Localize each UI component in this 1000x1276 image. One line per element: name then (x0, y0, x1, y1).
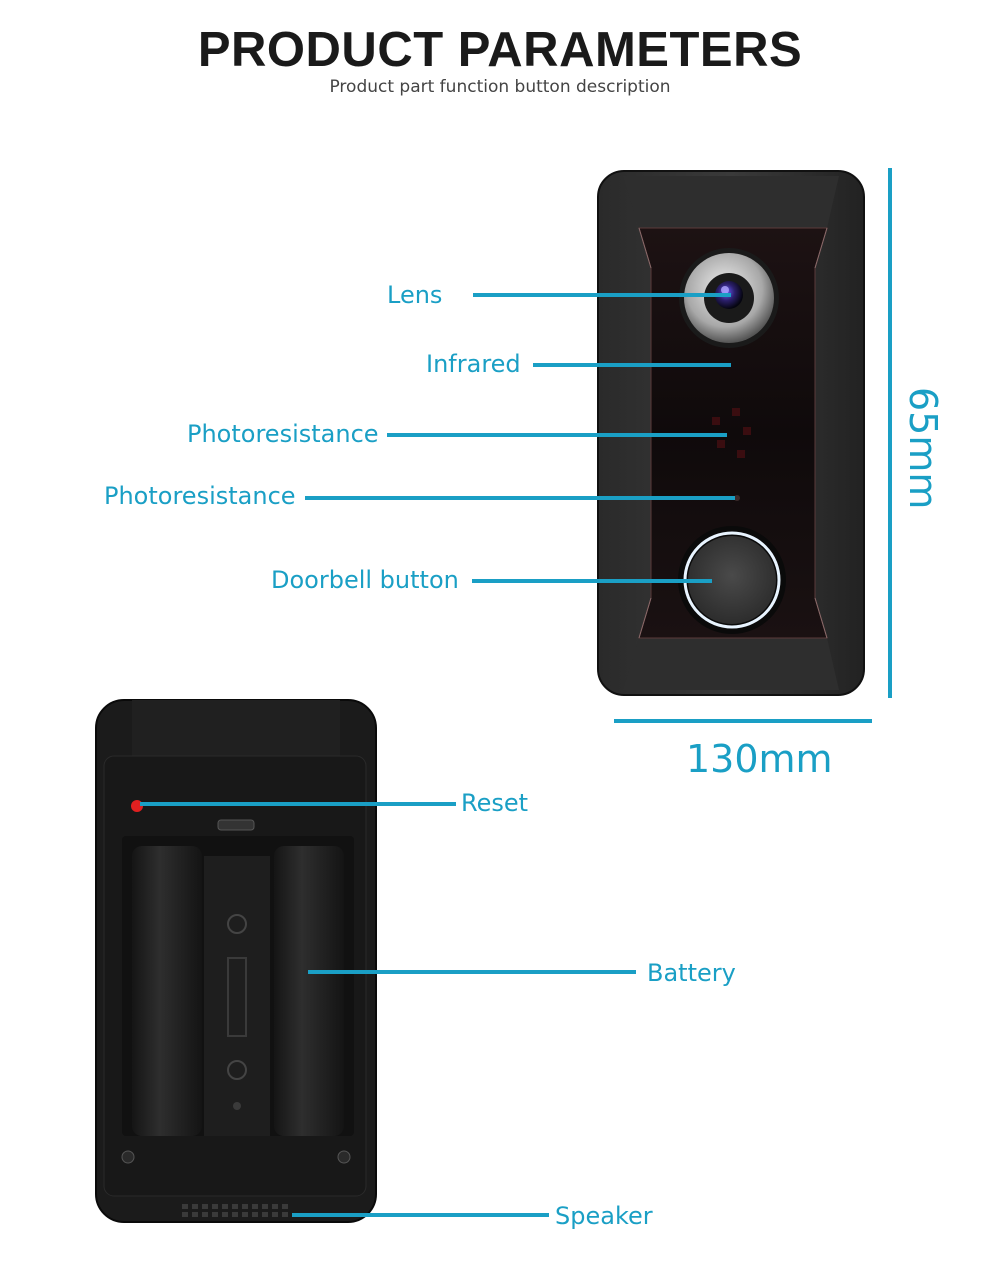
callout-battery-label: Battery (647, 959, 736, 987)
page-title: PRODUCT PARAMETERS (197, 23, 803, 77)
height-dimension-label: 65mm (901, 387, 945, 510)
doorbell-back-image (95, 699, 377, 1223)
callout-photoresistance-2-leader (305, 496, 735, 500)
callout-speaker-leader (292, 1213, 549, 1217)
callout-battery-leader (308, 970, 636, 974)
callout-lens-leader (473, 293, 731, 297)
callout-speaker-label: Speaker (555, 1202, 653, 1230)
callout-photoresistance-2-label: Photoresistance (104, 482, 296, 510)
page-subtitle: Product part function button description (329, 77, 671, 97)
callout-photoresistance-1-label: Photoresistance (187, 420, 379, 448)
callout-infrared-label: Infrared (426, 350, 521, 378)
callout-lens-label: Lens (387, 281, 443, 309)
callout-reset-label: Reset (461, 789, 529, 817)
callout-reset-leader (140, 802, 456, 806)
doorbell-front-image (597, 170, 865, 696)
height-dimension-line (888, 168, 892, 698)
width-dimension-line (614, 719, 872, 723)
callout-doorbell-button-leader (472, 579, 712, 583)
width-dimension-label: 130mm (686, 737, 833, 781)
callout-infrared-leader (533, 363, 731, 367)
callout-photoresistance-1-leader (387, 433, 727, 437)
callout-doorbell-button-label: Doorbell button (271, 566, 459, 594)
